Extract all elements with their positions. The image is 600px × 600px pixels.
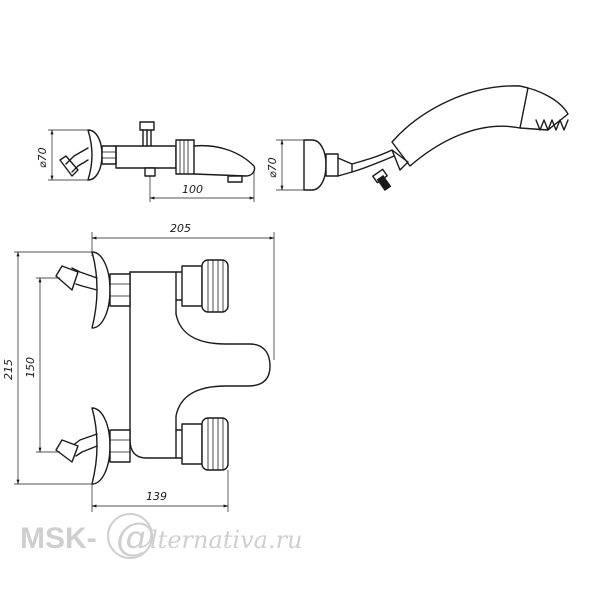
mixer-side-view: ⌀70 100 xyxy=(36,121,256,202)
watermark-symbol: @ xyxy=(116,515,154,559)
watermark-suffix: lternativa.ru xyxy=(150,526,303,554)
dim-top-length: 100 xyxy=(182,183,203,196)
dim-overall-width: 205 xyxy=(170,222,191,235)
dim-top-left-diameter: ⌀70 xyxy=(36,147,49,168)
watermark-at-circle xyxy=(107,513,153,559)
dim-top-right-diameter: ⌀70 xyxy=(266,157,279,178)
dim-inlet-spacing: 150 xyxy=(24,357,37,378)
watermark: MSK- @ lternativa.ru xyxy=(20,513,303,559)
hand-shower-view: ⌀70 xyxy=(266,85,569,192)
dim-overall-height: 215 xyxy=(2,359,15,380)
mixer-front-view: 205 215 150 139 xyxy=(2,222,275,512)
dim-depth: 139 xyxy=(146,490,167,503)
watermark-brand: MSK- xyxy=(20,522,97,555)
